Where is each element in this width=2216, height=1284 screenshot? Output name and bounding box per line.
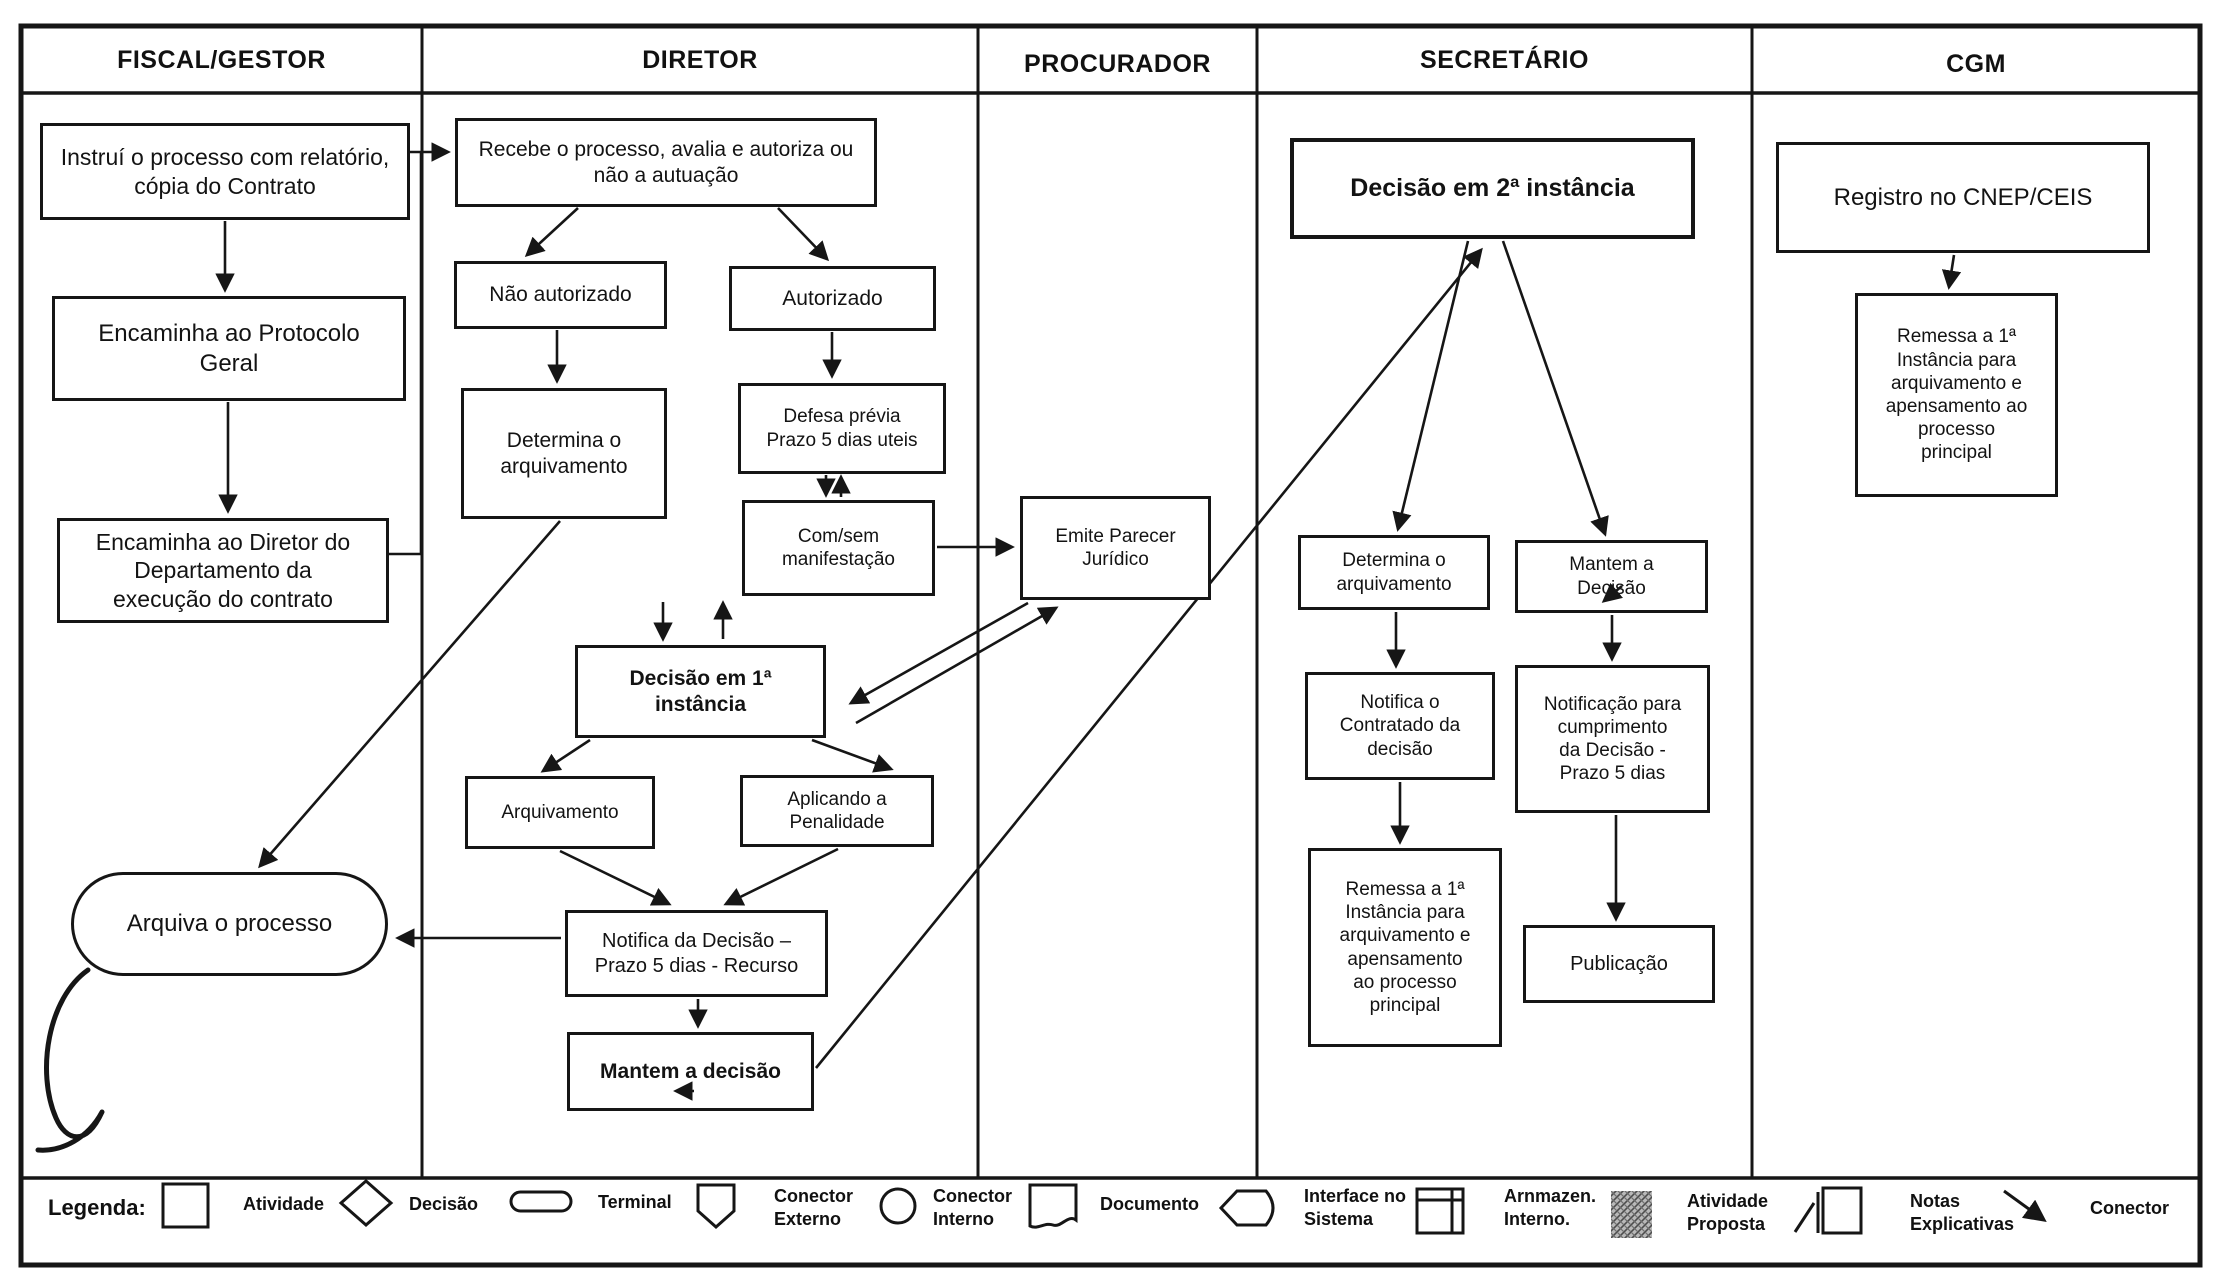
terminal-pill-icon [509,1190,573,1213]
lane-title-cgm: CGM [1946,50,2006,78]
decision-diamond-icon [338,1179,394,1227]
node-determina-arquivamento-secretario: Determina o arquivamento [1298,535,1490,610]
node-notifica-contratado: Notifica o Contratado da decisão [1305,672,1495,780]
legend-label-conector-externo: Conector Externo [774,1186,854,1230]
legend-label-notas-explicativas: Notas Explicativas [1910,1191,2015,1235]
system-interface-icon [1218,1189,1275,1227]
node-decisao-2-instancia: Decisão em 2ª instância [1290,138,1695,239]
lane-title-secretario: SECRETÁRIO [1420,46,1589,74]
external-connector-icon [696,1183,736,1230]
node-arquivamento: Arquivamento [465,776,655,849]
legend-shapes [161,1179,2047,1238]
node-notifica-da-decisao: Notifica da Decisão – Prazo 5 dias - Rec… [565,910,828,997]
node-nao-autorizado: Não autorizado [454,261,667,329]
lane-title-diretor: DIRETOR [642,46,758,74]
lane-title-fiscal: FISCAL/GESTOR [117,46,326,74]
proposed-activity-icon [1611,1191,1652,1238]
connector-arrow-icon [2003,1189,2047,1222]
document-icon [1028,1183,1078,1229]
legend-label-atividade: Atividade [243,1194,325,1214]
activity-rect-icon [161,1182,210,1229]
node-emite-parecer-juridico: Emite Parecer Jurídico [1020,496,1211,600]
legend-label-interface-sistema: Interface no Sistema [1304,1186,1407,1230]
legend-label-conector-interno: Conector Interno [933,1186,1013,1230]
legend-label-conector: Conector [2090,1198,2170,1218]
legend-label-atividade-proposta: Atividade Proposta [1687,1191,1769,1235]
node-mantem-a-decisao-secretario: Mantem a Decisão [1515,540,1708,613]
node-autorizado: Autorizado [729,266,936,331]
legend-label-documento: Documento [1100,1194,1199,1214]
node-encaminha-protocolo: Encaminha ao Protocolo Geral [52,296,406,401]
node-defesa-previa: Defesa prévia Prazo 5 dias uteis [738,383,946,474]
legend-label-armazen-interno: Arnmazen. Interno. [1504,1186,1597,1230]
legend-title: Legenda: [48,1195,146,1220]
flow-connectors [215,142,1962,1069]
node-remessa-1-instancia-cgm: Remessa a 1ª Instância para arquivamento… [1855,293,2058,497]
node-encaminha-diretor: Encaminha ao Diretor do Departamento da … [57,518,389,623]
lane-title-procurador: PROCURADOR [1024,50,1211,78]
node-arquiva-processo: Arquiva o processo [71,872,388,976]
node-recebe-processo: Recebe o processo, avalia e autoriza ou … [455,118,877,207]
node-notificacao-cumprimento: Notificação para cumprimento da Decisão … [1515,665,1710,813]
internal-storage-icon [1415,1187,1465,1235]
node-remessa-1-instancia-secretario: Remessa a 1ª Instância para arquivamento… [1308,848,1502,1047]
node-registro-cnep-ceis: Registro no CNEP/CEIS [1776,142,2150,253]
node-publicacao: Publicação [1523,925,1715,1003]
node-com-sem-manifestacao: Com/sem manifestação [742,500,935,596]
explanatory-notes-icon [1793,1186,1863,1235]
internal-connector-icon [879,1187,917,1225]
node-decisao-1-instancia: Decisão em 1ª instância [575,645,826,738]
node-aplicando-penalidade: Aplicando a Penalidade [740,775,934,847]
node-determina-arquivamento-diretor: Determina o arquivamento [461,388,667,519]
handwritten-squiggle [35,967,105,1153]
legend-label-terminal: Terminal [598,1192,672,1212]
node-instrui-processo: Instruí o processo com relatório, cópia … [40,123,410,220]
legend-label-decisao: Decisão [409,1194,479,1214]
swimlane-frame [18,23,2203,1268]
